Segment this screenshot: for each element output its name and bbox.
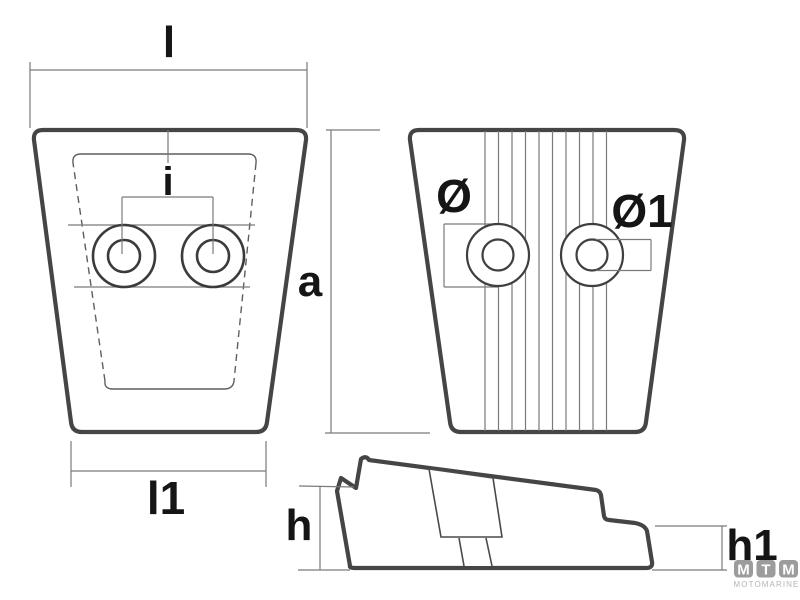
dim-label-l1: l1 <box>147 472 185 524</box>
dimension-l: l <box>29 18 308 128</box>
left-hole-bore <box>106 238 142 274</box>
logo-tile-2 <box>756 560 776 578</box>
back-right-hole-bore <box>575 238 609 272</box>
recess-top-edge <box>72 153 257 164</box>
dim-label-l: l <box>163 18 175 67</box>
mtm-logo: M T M MOTOMARINE <box>734 560 800 589</box>
bolt-slot <box>459 538 492 566</box>
logo-letter-3: M <box>782 562 795 579</box>
logo-letter-2: T <box>761 562 770 579</box>
bolt-slot-left-edge <box>458 537 465 567</box>
back-view-outline <box>407 127 687 435</box>
dimension-i: i <box>121 160 214 254</box>
dimension-a: a <box>298 129 430 434</box>
recess-bottom-edge <box>104 380 235 390</box>
logo-tile-3 <box>779 560 798 578</box>
dim-h-top-ext <box>298 485 355 488</box>
dim-label-a: a <box>298 257 323 306</box>
dimension-diameter1 <box>596 238 652 272</box>
bolt-counterbore-cavity <box>428 468 503 538</box>
dimension-h: h <box>286 485 355 571</box>
logo-letter-1: M <box>737 562 750 579</box>
section-view: h h1 <box>286 455 778 571</box>
dimension-l1: l1 <box>70 441 267 524</box>
dim-label-i: i <box>162 160 173 204</box>
recess-left-edge-hidden <box>72 162 106 382</box>
back-view: Ø Ø1 <box>407 127 687 435</box>
logo-wordmark: MOTOMARINE <box>734 580 800 589</box>
dim-label-h: h <box>286 501 313 550</box>
back-left-hole-bore <box>481 238 515 272</box>
dim-label-diameter: Ø <box>436 170 472 222</box>
front-view: i l l1 a <box>29 18 430 524</box>
bolt-slot-right-edge <box>485 537 493 567</box>
recess-right-edge-hidden <box>233 162 257 382</box>
logo-tile-1 <box>734 560 753 578</box>
dim-label-diameter1: Ø1 <box>611 185 672 237</box>
